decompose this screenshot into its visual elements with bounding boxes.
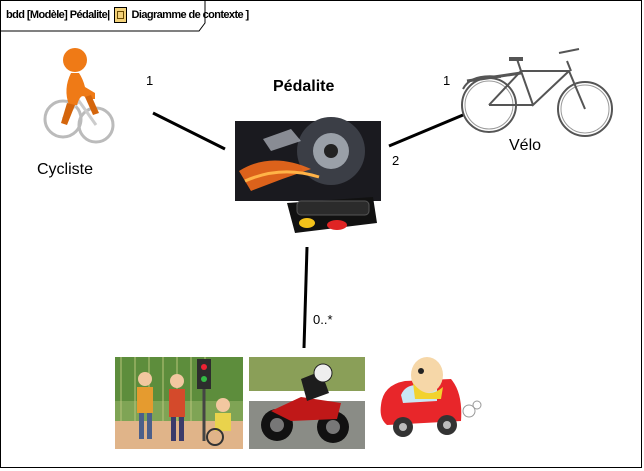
cyclist-icon[interactable] bbox=[43, 48, 115, 144]
pedestrians-image[interactable] bbox=[115, 357, 243, 449]
header-tab-outline bbox=[1, 1, 206, 32]
multiplicity-bike: 1 bbox=[443, 73, 451, 88]
association-line-road-users[interactable] bbox=[302, 246, 309, 349]
association-line-bike[interactable] bbox=[388, 113, 464, 148]
header-diagram-name: Diagramme de contexte bbox=[131, 9, 244, 21]
system-block-name: Pédalite bbox=[273, 78, 335, 95]
diagram-type-icon bbox=[114, 7, 128, 23]
bike-label: Vélo bbox=[509, 137, 542, 154]
diagram-header-tab: bdd [Modèle] Pédalite| Diagramme de cont… bbox=[1, 1, 249, 32]
multiplicity-system-bike: 2 bbox=[392, 153, 400, 168]
bike-icon[interactable] bbox=[461, 48, 613, 137]
cyclist-label: Cycliste bbox=[37, 161, 94, 178]
header-package: Pédalite bbox=[69, 9, 108, 21]
pedalite-image[interactable] bbox=[235, 117, 381, 233]
motorbike-image[interactable] bbox=[249, 357, 365, 449]
multiplicity-road-users: 0..* bbox=[313, 312, 333, 327]
diagram-header-text: bdd [Modèle] Pédalite| Diagramme de cont… bbox=[6, 7, 249, 23]
association-line-cyclist[interactable] bbox=[152, 111, 226, 151]
car-image[interactable] bbox=[380, 357, 482, 437]
header-kind: bdd bbox=[6, 9, 25, 21]
header-model: [Modèle] bbox=[26, 9, 68, 21]
multiplicity-cyclist: 1 bbox=[146, 73, 154, 88]
